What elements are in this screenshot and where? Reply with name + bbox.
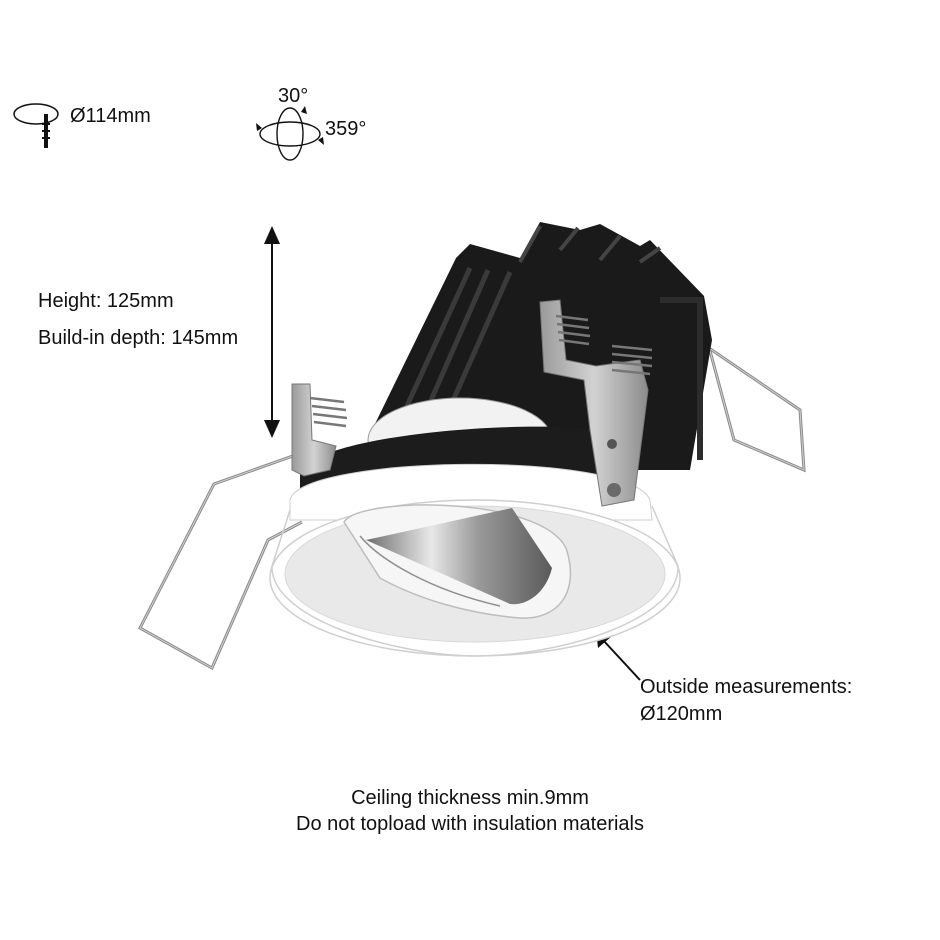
insulation-warning-note: Do not topload with insulation materials [296,813,644,835]
torsion-spring [309,314,653,428]
bracket-right [539,299,649,507]
bracket-left [291,383,337,477]
rotation-angle-label: 359° [325,118,367,140]
build-in-depth-label: Build-in depth: 145mm [38,327,239,349]
height-label: Height: 125mm [38,290,174,312]
outside-measurements-title: Outside measurements: [640,676,853,698]
reflector-cone [343,504,572,619]
ceiling-thickness-note: Ceiling thickness min.9mm [351,787,589,809]
cutout-label: Ø114mm [70,105,151,127]
spring-clip-left [138,450,305,671]
tilt-angle-label: 30° [278,85,309,107]
outside-measurements-value: Ø120mm [640,703,723,725]
rotation-icon [256,106,324,161]
height-arrow [264,226,280,438]
ceiling-cutout-icon [13,103,59,148]
